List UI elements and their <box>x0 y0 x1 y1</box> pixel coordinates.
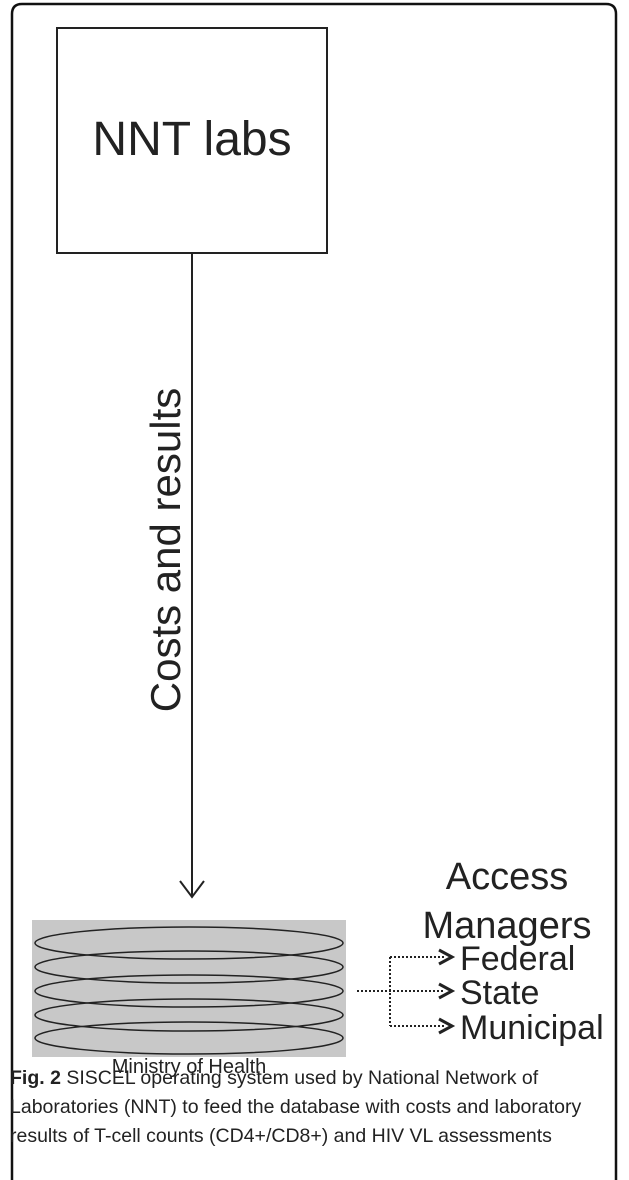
manager-municipal: Municipal <box>460 1009 604 1047</box>
manager-arrowheads <box>438 948 456 1035</box>
database-disk-1 <box>34 926 344 960</box>
database-disk-4 <box>34 998 344 1032</box>
manager-federal: Federal <box>460 940 575 978</box>
figure-border <box>10 2 618 1180</box>
flow-arrow-head <box>179 880 205 899</box>
access-managers-heading-line2: Managers <box>423 905 592 947</box>
access-managers-heading: Access Managers <box>423 856 592 947</box>
figure-caption: Fig. 2 SISCEL operating system used by N… <box>10 1064 615 1151</box>
access-managers-heading-line1: Access <box>446 856 568 898</box>
flow-arrow <box>179 253 205 899</box>
database-disk-2 <box>34 950 344 984</box>
database-background <box>32 920 346 1057</box>
manager-state: State <box>460 974 539 1012</box>
nnt-labs-label: NNT labs <box>92 113 291 166</box>
database-disk-3 <box>34 974 344 1008</box>
manager-connectors <box>357 956 445 1027</box>
database-node: Ministry of Health <box>32 920 346 1078</box>
flow-label: Costs and results <box>142 388 189 712</box>
caption-text: SISCEL operating system used by National… <box>10 1067 582 1147</box>
arrowhead-federal <box>438 948 456 966</box>
arrowhead-municipal <box>438 1017 456 1035</box>
database-disk-5 <box>34 1021 344 1055</box>
nnt-labs-node: NNT labs <box>56 27 328 254</box>
arrowhead-state <box>438 982 456 1000</box>
caption-label: Fig. 2 <box>10 1067 61 1089</box>
database-label: Ministry of Health <box>112 1056 267 1078</box>
